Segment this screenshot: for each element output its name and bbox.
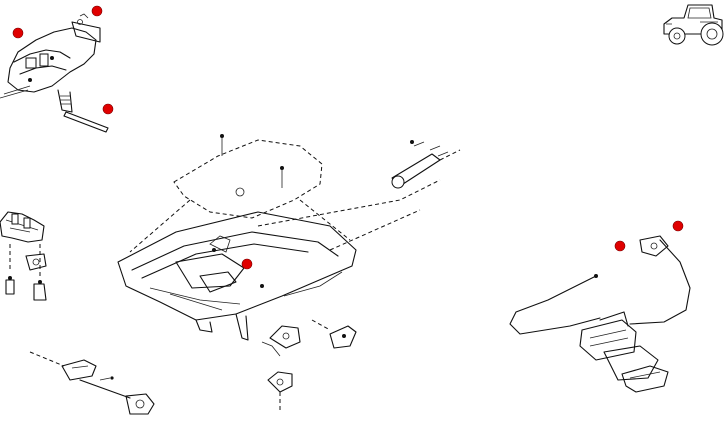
hotspot-3[interactable] xyxy=(102,103,114,115)
tractor-icon[interactable] xyxy=(663,4,724,46)
hotspot-6[interactable] xyxy=(614,240,626,252)
cable-pedal-assembly xyxy=(509,235,691,393)
left-parts-group xyxy=(0,211,47,301)
hotspot-4[interactable] xyxy=(241,258,253,270)
hotspot-2[interactable] xyxy=(12,27,24,39)
hotspot-1[interactable] xyxy=(91,5,103,17)
seat-top-plate xyxy=(129,134,351,253)
seat-base-frame xyxy=(117,179,441,341)
lever-bracket-assembly xyxy=(0,13,109,133)
bottom-left-linkage xyxy=(29,351,155,415)
hotspot-5[interactable] xyxy=(672,220,684,232)
hotspot-group xyxy=(12,5,684,270)
center-lower-parts xyxy=(261,319,357,410)
pin-rod-assembly xyxy=(391,140,461,189)
